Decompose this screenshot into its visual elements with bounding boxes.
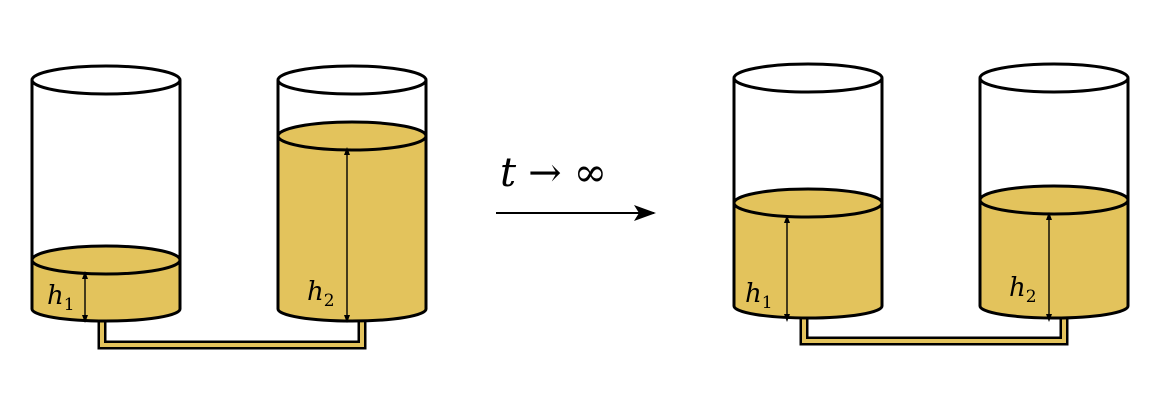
- initial-state: h1 h2: [30, 64, 428, 350]
- label-h1-final: h1: [745, 279, 773, 313]
- connecting-pipe-final: [799, 316, 1069, 346]
- tank-1-initial: h1: [30, 64, 182, 323]
- tank-1-final: h1: [732, 62, 884, 322]
- tank-2-final: h2: [978, 62, 1130, 322]
- final-state: h1 h2: [732, 62, 1130, 346]
- tank-2-initial: h2: [276, 64, 428, 323]
- label-h1-initial: h1: [47, 281, 75, 315]
- time-limit-arrow: t→∞: [496, 150, 656, 221]
- connecting-pipe-initial: [97, 318, 367, 350]
- limit-label: t→∞: [500, 150, 607, 196]
- label-h2-final: h2: [1009, 273, 1037, 307]
- label-h2-initial: h2: [307, 277, 335, 311]
